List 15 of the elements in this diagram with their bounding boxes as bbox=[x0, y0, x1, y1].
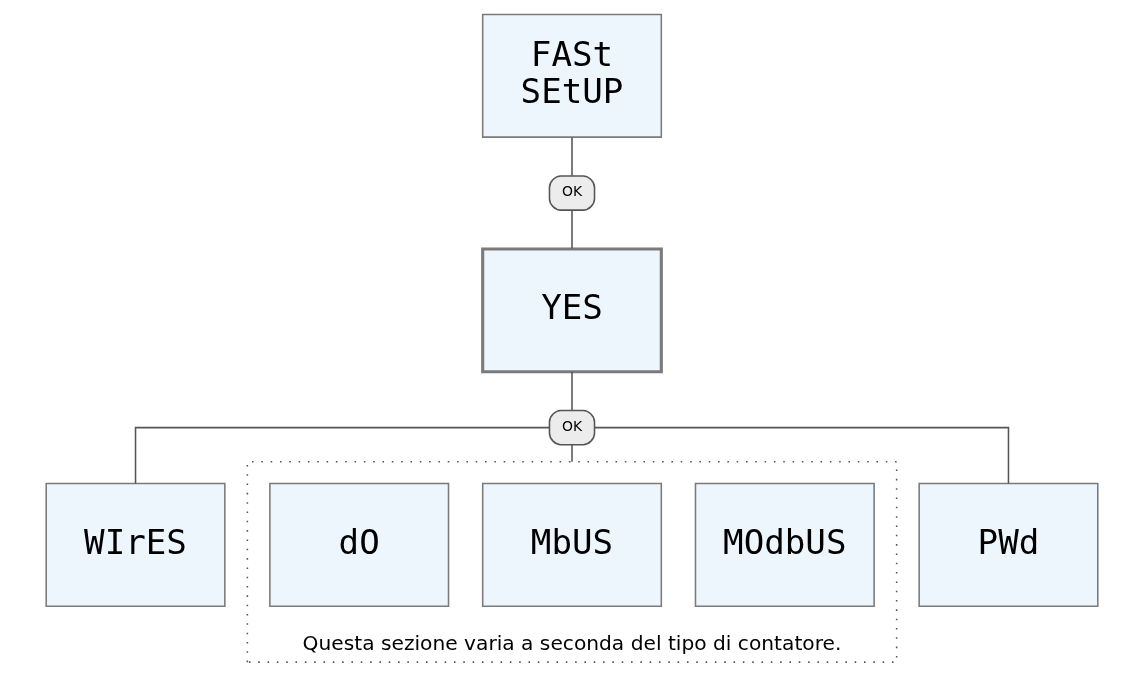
connector bbox=[593, 426, 1009, 485]
connector bbox=[570, 370, 573, 412]
connector bbox=[134, 426, 550, 485]
connector bbox=[570, 444, 573, 463]
node-box: MOdbUS bbox=[694, 482, 875, 607]
node-box: WIrES bbox=[44, 482, 226, 607]
node-box: dO bbox=[268, 482, 449, 607]
connector bbox=[570, 209, 573, 250]
node-box: FASt SEtUP bbox=[481, 13, 662, 138]
node-box: PWd bbox=[917, 482, 1099, 607]
node-box: OK bbox=[548, 409, 595, 446]
connector bbox=[570, 136, 573, 177]
node-box: YES bbox=[480, 247, 663, 374]
node-box: OK bbox=[548, 175, 595, 211]
node-box: MbUS bbox=[481, 482, 662, 607]
